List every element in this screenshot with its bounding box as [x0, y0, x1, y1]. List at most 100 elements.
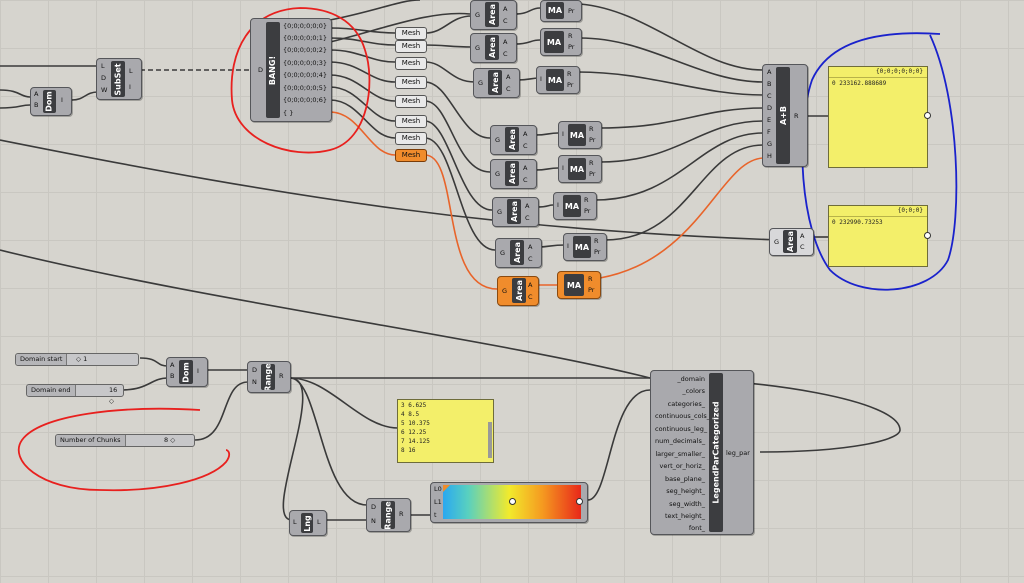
domain-start-slider[interactable]: Domain start ◇ 1: [15, 353, 139, 366]
port-c[interactable]: C: [503, 50, 508, 58]
port-b[interactable]: B: [767, 80, 772, 88]
port-pr[interactable]: Pr: [594, 248, 601, 256]
mass-addition-component[interactable]: I MA R Pr: [553, 192, 597, 220]
bang-output-3[interactable]: {0;0;0;0;0;3}: [283, 59, 328, 67]
port-c[interactable]: C: [506, 85, 511, 93]
port-seg-width[interactable]: seg_width_: [669, 500, 705, 508]
port-c[interactable]: C: [767, 92, 772, 100]
port-colors[interactable]: _colors: [682, 387, 705, 395]
port-g[interactable]: G: [495, 136, 501, 144]
bang-output-4[interactable]: {0;0;0;0;0;4}: [283, 71, 328, 79]
port-i[interactable]: I: [557, 201, 559, 209]
port-pr[interactable]: Pr: [568, 43, 575, 51]
port-g[interactable]: G: [502, 287, 508, 295]
port-i[interactable]: I: [197, 367, 199, 375]
port-i[interactable]: I: [562, 130, 564, 138]
port-r[interactable]: R: [399, 510, 404, 518]
port-r[interactable]: R: [568, 32, 573, 40]
port-pr[interactable]: Pr: [567, 81, 574, 89]
port-a[interactable]: A: [800, 232, 805, 240]
port-continuous-leg[interactable]: continuous_leg_: [655, 425, 708, 433]
port-a[interactable]: A: [528, 281, 533, 289]
bang-output-7[interactable]: { }: [283, 109, 294, 117]
mass-addition-component[interactable]: MA Pr: [540, 0, 582, 22]
port-c[interactable]: C: [528, 255, 533, 263]
port-b[interactable]: B: [170, 372, 175, 380]
slider-value[interactable]: ◇ 1: [76, 355, 88, 363]
port-e[interactable]: E: [767, 116, 772, 124]
mesh-param[interactable]: Mesh: [395, 115, 427, 128]
gradient-stop-grip[interactable]: [576, 498, 583, 505]
port-a[interactable]: A: [523, 164, 528, 172]
range-values-panel[interactable]: 3 6.625 4 8.5 5 10.375 6 12.25 7 14.125 …: [397, 399, 494, 463]
sum-panel[interactable]: {0;0;0;0;0;0} 0 233162.888689: [828, 66, 928, 168]
port-pr[interactable]: Pr: [584, 207, 591, 215]
domain-component-bottom[interactable]: A B Dom I: [166, 357, 208, 387]
mesh-param[interactable]: Mesh: [395, 27, 427, 40]
port-c[interactable]: C: [800, 243, 805, 251]
mass-addition-component[interactable]: I MA R Pr: [558, 121, 602, 149]
area-component[interactable]: G Area A C: [490, 159, 537, 189]
port-a[interactable]: A: [170, 361, 175, 369]
port-c[interactable]: C: [503, 17, 508, 25]
port-l[interactable]: L: [101, 62, 105, 70]
port-i-out[interactable]: I: [129, 83, 131, 91]
gradient-component[interactable]: L0 L1 t: [430, 482, 588, 523]
area-component-selected[interactable]: G Area A C: [497, 276, 539, 306]
area-single-component[interactable]: G Area A C: [769, 228, 814, 256]
port-pr[interactable]: Pr: [588, 286, 595, 294]
gradient-stop-grip[interactable]: [509, 498, 516, 505]
mesh-param[interactable]: Mesh: [395, 76, 427, 89]
mass-addition-component[interactable]: MA R Pr: [540, 28, 582, 56]
port-pr[interactable]: Pr: [589, 170, 596, 178]
port-g[interactable]: G: [497, 208, 503, 216]
port-c[interactable]: C: [523, 142, 528, 150]
port-a[interactable]: A: [34, 90, 39, 98]
port-b[interactable]: B: [34, 101, 39, 109]
port-text-height[interactable]: text_height_: [664, 512, 705, 520]
port-r[interactable]: R: [567, 70, 572, 78]
port-seg-height[interactable]: seg_height_: [666, 487, 705, 495]
port-i[interactable]: I: [562, 164, 564, 172]
port-base-plane[interactable]: base_plane_: [664, 475, 705, 483]
port-a[interactable]: A: [503, 38, 508, 46]
mesh-param-selected[interactable]: Mesh: [395, 149, 427, 162]
port-c[interactable]: C: [528, 293, 533, 301]
port-num-decimals[interactable]: num_decimals_: [655, 437, 706, 445]
port-l0[interactable]: L0: [434, 485, 442, 493]
length-component[interactable]: L Lng L: [289, 510, 327, 536]
panel-output-grip[interactable]: [924, 232, 931, 239]
port-d[interactable]: D: [371, 503, 377, 511]
port-d[interactable]: D: [252, 366, 258, 374]
mesh-param[interactable]: Mesh: [395, 57, 427, 70]
port-n[interactable]: N: [252, 378, 257, 386]
port-a[interactable]: A: [528, 243, 533, 251]
bang-output-2[interactable]: {0;0;0;0;0;2}: [283, 46, 328, 54]
port-l[interactable]: L: [293, 518, 297, 526]
mesh-param[interactable]: Mesh: [395, 40, 427, 53]
area-component[interactable]: G Area A C: [470, 0, 517, 30]
port-a[interactable]: A: [506, 73, 511, 81]
port-categories[interactable]: categories_: [667, 400, 705, 408]
area-component[interactable]: G Area A C: [495, 238, 542, 268]
port-r[interactable]: R: [594, 237, 599, 245]
range-component-bottom[interactable]: D N Range R: [366, 498, 411, 532]
port-pr[interactable]: Pr: [568, 7, 575, 15]
bang-component[interactable]: D BANG! {0;0;0;0;0;0} {0;0;0;0;0;1} {0;0…: [250, 18, 332, 122]
port-c[interactable]: C: [525, 214, 530, 222]
range-component[interactable]: D N Range R: [247, 361, 291, 393]
panel-scrollbar[interactable]: [488, 422, 492, 458]
port-larger-smaller[interactable]: larger_smaller_: [655, 450, 705, 458]
panel-output-grip[interactable]: [924, 112, 931, 119]
domain-component-top[interactable]: A B Dom I: [30, 87, 72, 116]
port-g[interactable]: G: [475, 44, 481, 52]
port-r[interactable]: R: [279, 372, 284, 380]
addition-component[interactable]: A B C D E F G H A+B R: [762, 64, 808, 167]
port-d[interactable]: D: [767, 104, 773, 112]
domain-end-slider[interactable]: Domain end 16 ◇: [26, 384, 124, 405]
subset-component[interactable]: L D W SubSet L I: [96, 58, 142, 100]
port-i[interactable]: I: [540, 75, 542, 83]
area-component[interactable]: G Area A C: [470, 33, 517, 63]
port-i[interactable]: I: [567, 242, 569, 250]
port-a[interactable]: A: [503, 5, 508, 13]
